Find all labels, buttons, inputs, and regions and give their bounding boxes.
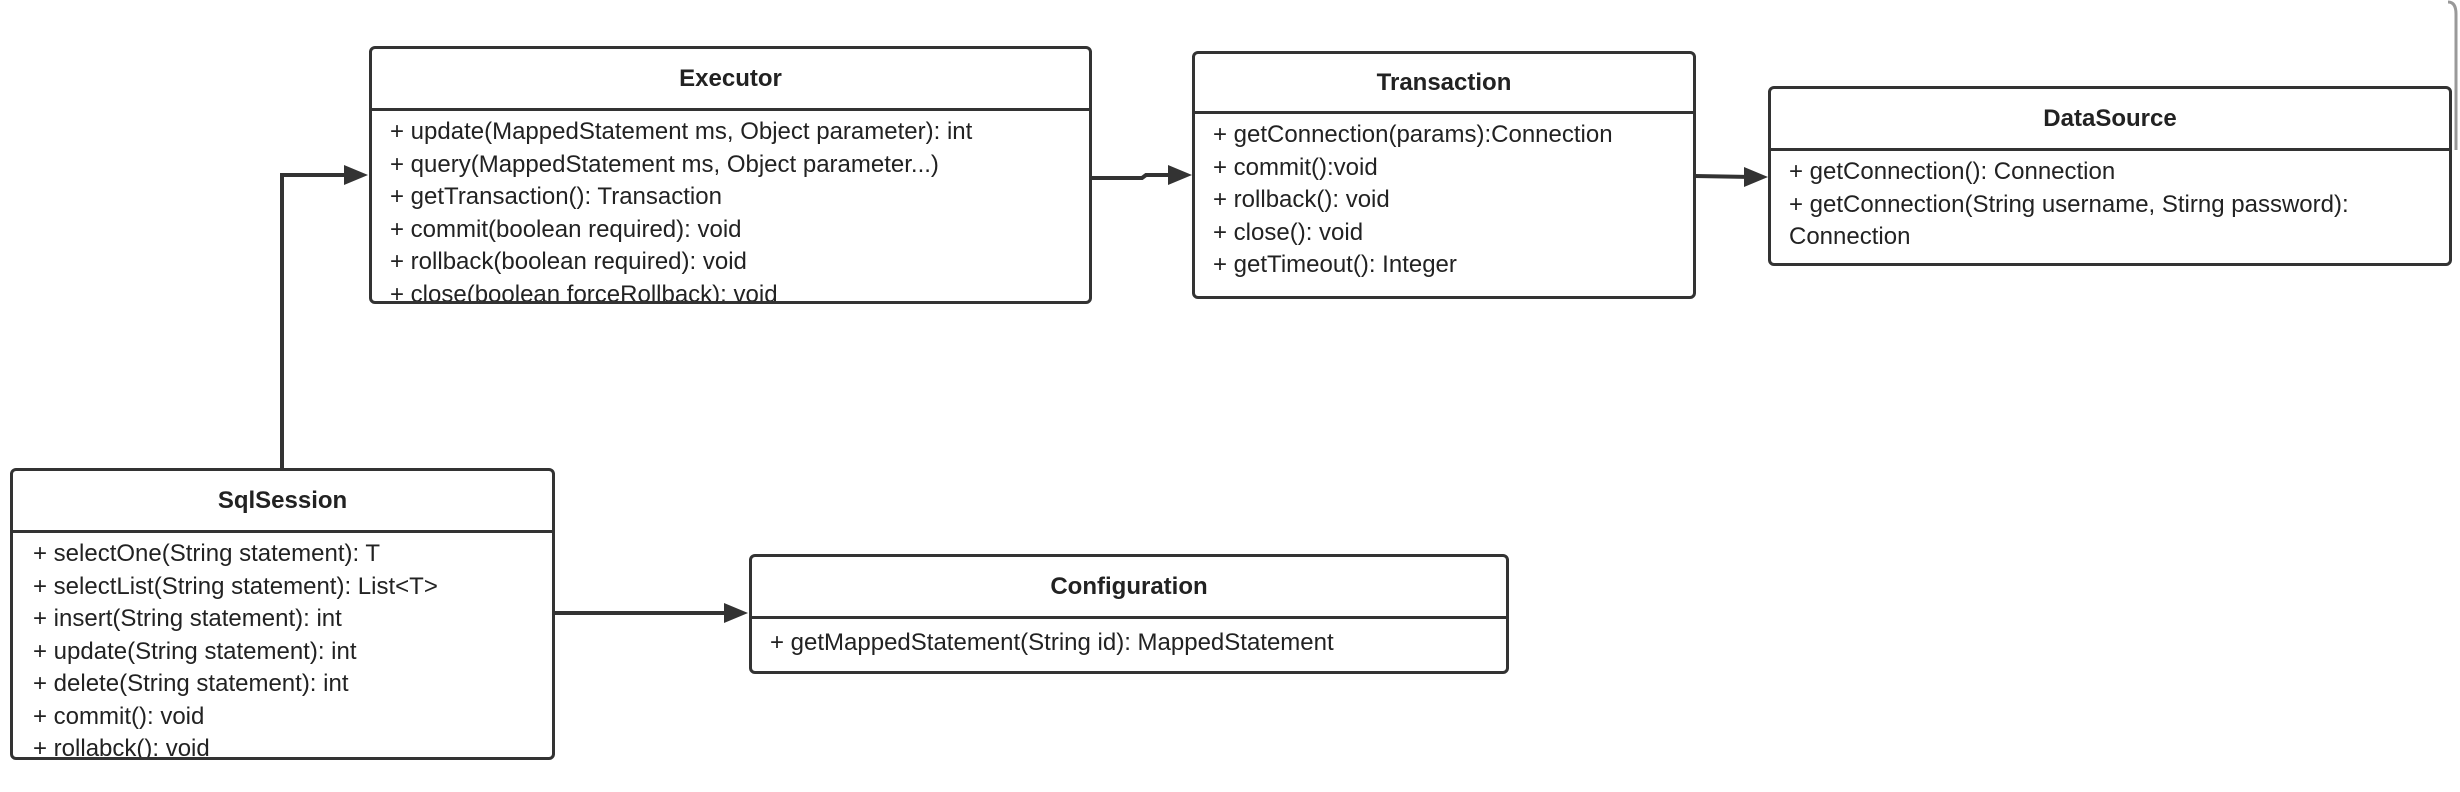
member: + commit():void xyxy=(1213,153,1378,181)
member: + query(MappedStatement ms, Object param… xyxy=(390,150,939,178)
class-configuration-title: Configuration xyxy=(752,557,1506,619)
arrow-sqlsession-to-executor xyxy=(280,173,352,468)
class-datasource[interactable]: DataSource + getConnection(): Connection… xyxy=(1768,86,2452,266)
arrowhead-datasource xyxy=(1744,167,1768,187)
member: + rollback(boolean required): void xyxy=(390,248,747,275)
member: + rollback(): void xyxy=(1213,186,1390,213)
class-sqlsession-title: SqlSession xyxy=(13,471,552,533)
class-executor[interactable]: Executor + update(MappedStatement ms, Ob… xyxy=(369,46,1092,304)
member: + getMappedStatement(String id): MappedS… xyxy=(770,629,1334,656)
member: + getConnection(String username, Stirng … xyxy=(1789,190,2349,251)
class-datasource-members: + getConnection(): Connection + getConne… xyxy=(1771,151,2449,254)
class-configuration-members: + getMappedStatement(String id): MappedS… xyxy=(752,619,1506,660)
member: + update(MappedStatement ms, Object para… xyxy=(390,118,973,145)
member: + commit(): void xyxy=(33,702,205,730)
member: + getTimeout(): Integer xyxy=(1213,251,1457,278)
arrowhead-configuration xyxy=(724,603,748,623)
member: + update(String statement): int xyxy=(33,637,357,665)
class-transaction[interactable]: Transaction + getConnection(params):Conn… xyxy=(1192,51,1696,299)
class-sqlsession-members: + selectOne(String statement): T + selec… xyxy=(13,533,552,760)
member: + getTransaction(): Transaction xyxy=(390,183,722,210)
arrow-executor-to-transaction xyxy=(1091,173,1176,180)
edge-fragment xyxy=(2447,0,2458,150)
arrowhead-transaction xyxy=(1168,165,1192,185)
arrowhead-executor xyxy=(344,165,368,185)
member: + close(): void xyxy=(1213,218,1364,246)
class-datasource-title: DataSource xyxy=(1771,89,2449,151)
member: + selectOne(String statement): T xyxy=(33,540,381,567)
member: + getConnection(): Connection xyxy=(1789,158,2116,185)
class-transaction-title: Transaction xyxy=(1195,54,1693,114)
class-executor-title: Executor xyxy=(372,49,1089,111)
class-configuration[interactable]: Configuration + getMappedStatement(Strin… xyxy=(749,554,1509,674)
member: + close(boolean forceRollback): void xyxy=(390,280,778,304)
member: + delete(String statement): int xyxy=(33,670,349,697)
class-transaction-members: + getConnection(params):Connection + com… xyxy=(1195,114,1693,282)
member: + insert(String statement): int xyxy=(33,605,342,632)
arrow-transaction-to-datasource xyxy=(1694,174,1753,179)
class-sqlsession[interactable]: SqlSession + selectOne(String statement)… xyxy=(10,468,555,760)
class-executor-members: + update(MappedStatement ms, Object para… xyxy=(372,111,1089,304)
member: + rollabck(): void xyxy=(33,735,210,760)
member: + commit(boolean required): void xyxy=(390,215,742,243)
member: + getConnection(params):Connection xyxy=(1213,121,1613,148)
member: + selectList(String statement): List<T> xyxy=(33,572,438,600)
